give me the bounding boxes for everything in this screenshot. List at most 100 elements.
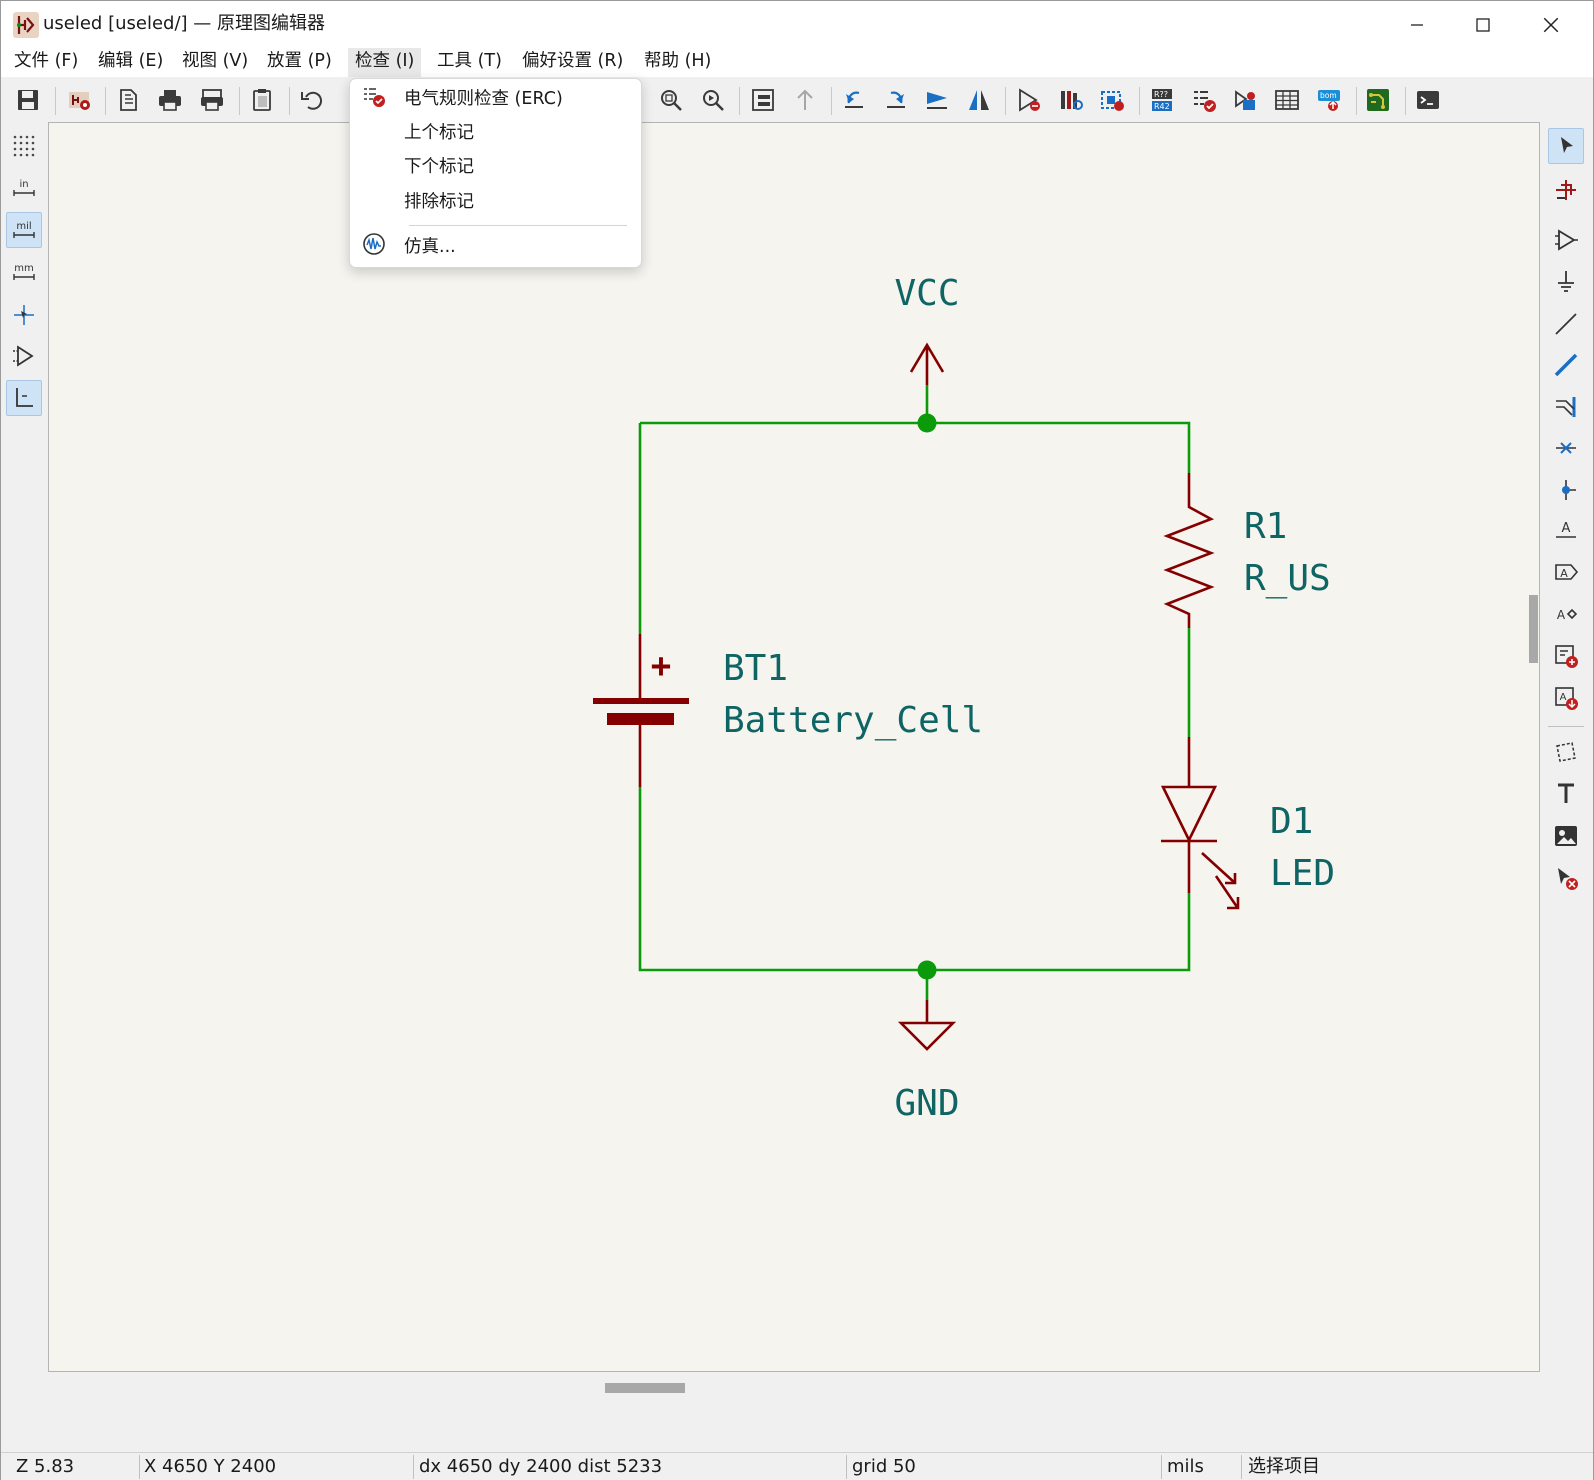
menu-tools[interactable]: 工具 (T) (437, 51, 502, 71)
highlight-net-button[interactable] (1548, 172, 1584, 208)
svg-text:A: A (1560, 692, 1567, 703)
arrow-up-icon (797, 89, 813, 110)
bus-icon (1554, 353, 1578, 377)
add-graphic-line-button[interactable] (1548, 734, 1584, 770)
pcb-editor-icon (1367, 89, 1389, 111)
add-symbol-button[interactable] (1548, 222, 1584, 258)
battery-bt1-symbol[interactable]: + (593, 634, 689, 787)
menu-inspect[interactable]: 检查 (I) (348, 48, 422, 77)
page-icon (120, 89, 137, 111)
menu-item-erc[interactable]: 电气规则检查 (ERC) (350, 79, 641, 112)
schematic-drawing[interactable]: VCC GND + BT1 Battery_Cell R1 R_US D (49, 123, 1540, 1372)
units-inches-button[interactable]: in (6, 170, 42, 206)
symbol-editor-button[interactable] (1014, 85, 1044, 115)
plot-button[interactable] (197, 85, 227, 115)
undo-button[interactable] (297, 85, 327, 115)
symbol-fields-table-button[interactable] (1272, 85, 1302, 115)
menu-preferences[interactable]: 偏好设置 (R) (522, 51, 624, 71)
gnd-label: GND (894, 1083, 959, 1124)
svg-text:R??: R?? (1154, 90, 1168, 99)
menu-help[interactable]: 帮助 (H) (644, 51, 712, 71)
resistor-r1-symbol[interactable] (1163, 473, 1215, 628)
cursor-crosshair-button[interactable] (6, 297, 42, 333)
status-units: mils (1167, 1456, 1204, 1477)
status-delta: dx 4650 dy 2400 dist 5233 (419, 1456, 663, 1477)
add-hierarchical-label-button[interactable]: A (1548, 596, 1584, 632)
mirror-vertical-button[interactable] (922, 85, 952, 115)
led-reference: D1 (1270, 801, 1313, 842)
add-sheet-button[interactable] (1548, 638, 1584, 674)
menu-place[interactable]: 放置 (P) (267, 51, 332, 71)
vertical-scrollbar-thumb[interactable] (1529, 595, 1538, 663)
add-global-label-button[interactable]: A (1548, 554, 1584, 590)
add-symbol-icon (1555, 229, 1578, 251)
gnd-power-symbol[interactable] (897, 1000, 957, 1051)
menu-item-next-marker[interactable]: 下个标记 (350, 147, 641, 180)
rotate-ccw-button[interactable] (839, 85, 869, 115)
hierarchy-navigator-button[interactable] (748, 85, 778, 115)
menu-edit[interactable]: 编辑 (E) (98, 51, 164, 71)
add-label-button[interactable]: A (1548, 512, 1584, 548)
junction-vcc[interactable] (917, 413, 937, 433)
page-settings-button[interactable] (113, 85, 143, 115)
menu-item-simulator[interactable]: 仿真... (350, 227, 641, 260)
annotate-button[interactable]: R??R42 (1147, 85, 1177, 115)
add-power-button[interactable] (1548, 264, 1584, 300)
line-mode-button[interactable] (6, 380, 42, 416)
select-tool-button[interactable] (1548, 128, 1584, 164)
mirror-horizontal-button[interactable] (964, 85, 994, 115)
rotate-cw-button[interactable] (881, 85, 911, 115)
footprint-editor-button[interactable] (1097, 85, 1127, 115)
wire-bottom[interactable] (638, 787, 1191, 972)
add-wire-button[interactable] (1548, 306, 1584, 342)
wires[interactable] (638, 385, 1191, 1000)
add-junction-button[interactable] (1548, 472, 1584, 508)
pcb-editor-button[interactable] (1363, 85, 1393, 115)
horizontal-scrollbar[interactable] (48, 1378, 1512, 1392)
schematic-canvas[interactable]: VCC GND + BT1 Battery_Cell R1 R_US D (48, 122, 1540, 1372)
menu-item-exclude-marker[interactable]: 排除标记 (350, 182, 641, 215)
toggle-grid-button[interactable] (6, 128, 42, 164)
assign-footprints-button[interactable] (1230, 85, 1260, 115)
minimize-button[interactable] (1387, 5, 1447, 45)
scripting-console-button[interactable] (1413, 85, 1443, 115)
units-mm-button[interactable]: mm (6, 254, 42, 290)
horizontal-scrollbar-thumb[interactable] (605, 1383, 685, 1393)
wire-top[interactable] (640, 421, 1191, 473)
add-image-button[interactable] (1548, 818, 1584, 854)
add-text-button[interactable] (1548, 776, 1584, 812)
window-title: useled [useled/] — 原理图编辑器 (43, 13, 325, 34)
terminal-icon (1417, 91, 1439, 109)
vcc-power-symbol[interactable] (909, 342, 945, 385)
menu-view[interactable]: 视图 (V) (182, 51, 249, 71)
erc-button[interactable] (1189, 85, 1219, 115)
zoom-objects-button[interactable] (698, 85, 728, 115)
menu-file[interactable]: 文件 (F) (14, 51, 79, 71)
menu-item-previous-marker[interactable]: 上个标记 (350, 113, 641, 146)
leave-sheet-button[interactable] (790, 85, 820, 115)
import-sheet-pin-button[interactable]: A (1548, 680, 1584, 716)
generate-bom-button[interactable]: bom (1314, 85, 1344, 115)
led-d1-symbol[interactable] (1160, 737, 1240, 910)
save-icon (18, 90, 38, 110)
show-hidden-pins-button[interactable] (6, 338, 42, 374)
print-button[interactable] (155, 85, 185, 115)
maximize-button[interactable] (1453, 5, 1513, 45)
add-bus-button[interactable] (1548, 347, 1584, 383)
hierarchical-label-icon: A (1557, 608, 1578, 622)
delete-tool-button[interactable] (1548, 860, 1584, 896)
schematic-setup-button[interactable] (64, 85, 94, 115)
close-window-button[interactable] (1521, 5, 1581, 45)
units-mils-button[interactable]: mil (6, 212, 42, 248)
image-icon (1555, 826, 1577, 846)
add-bus-entry-button[interactable] (1548, 389, 1584, 425)
unit-mm-label: mm (14, 263, 33, 274)
paste-button[interactable] (247, 85, 277, 115)
save-button[interactable] (13, 85, 43, 115)
title-bar: useled [useled/] — 原理图编辑器 (1, 1, 1593, 48)
symbol-browser-button[interactable] (1056, 85, 1086, 115)
zoom-fit-button[interactable] (656, 85, 686, 115)
no-connect-button[interactable] (1548, 430, 1584, 466)
junction-gnd[interactable] (917, 960, 937, 980)
add-power-icon (1558, 271, 1574, 292)
